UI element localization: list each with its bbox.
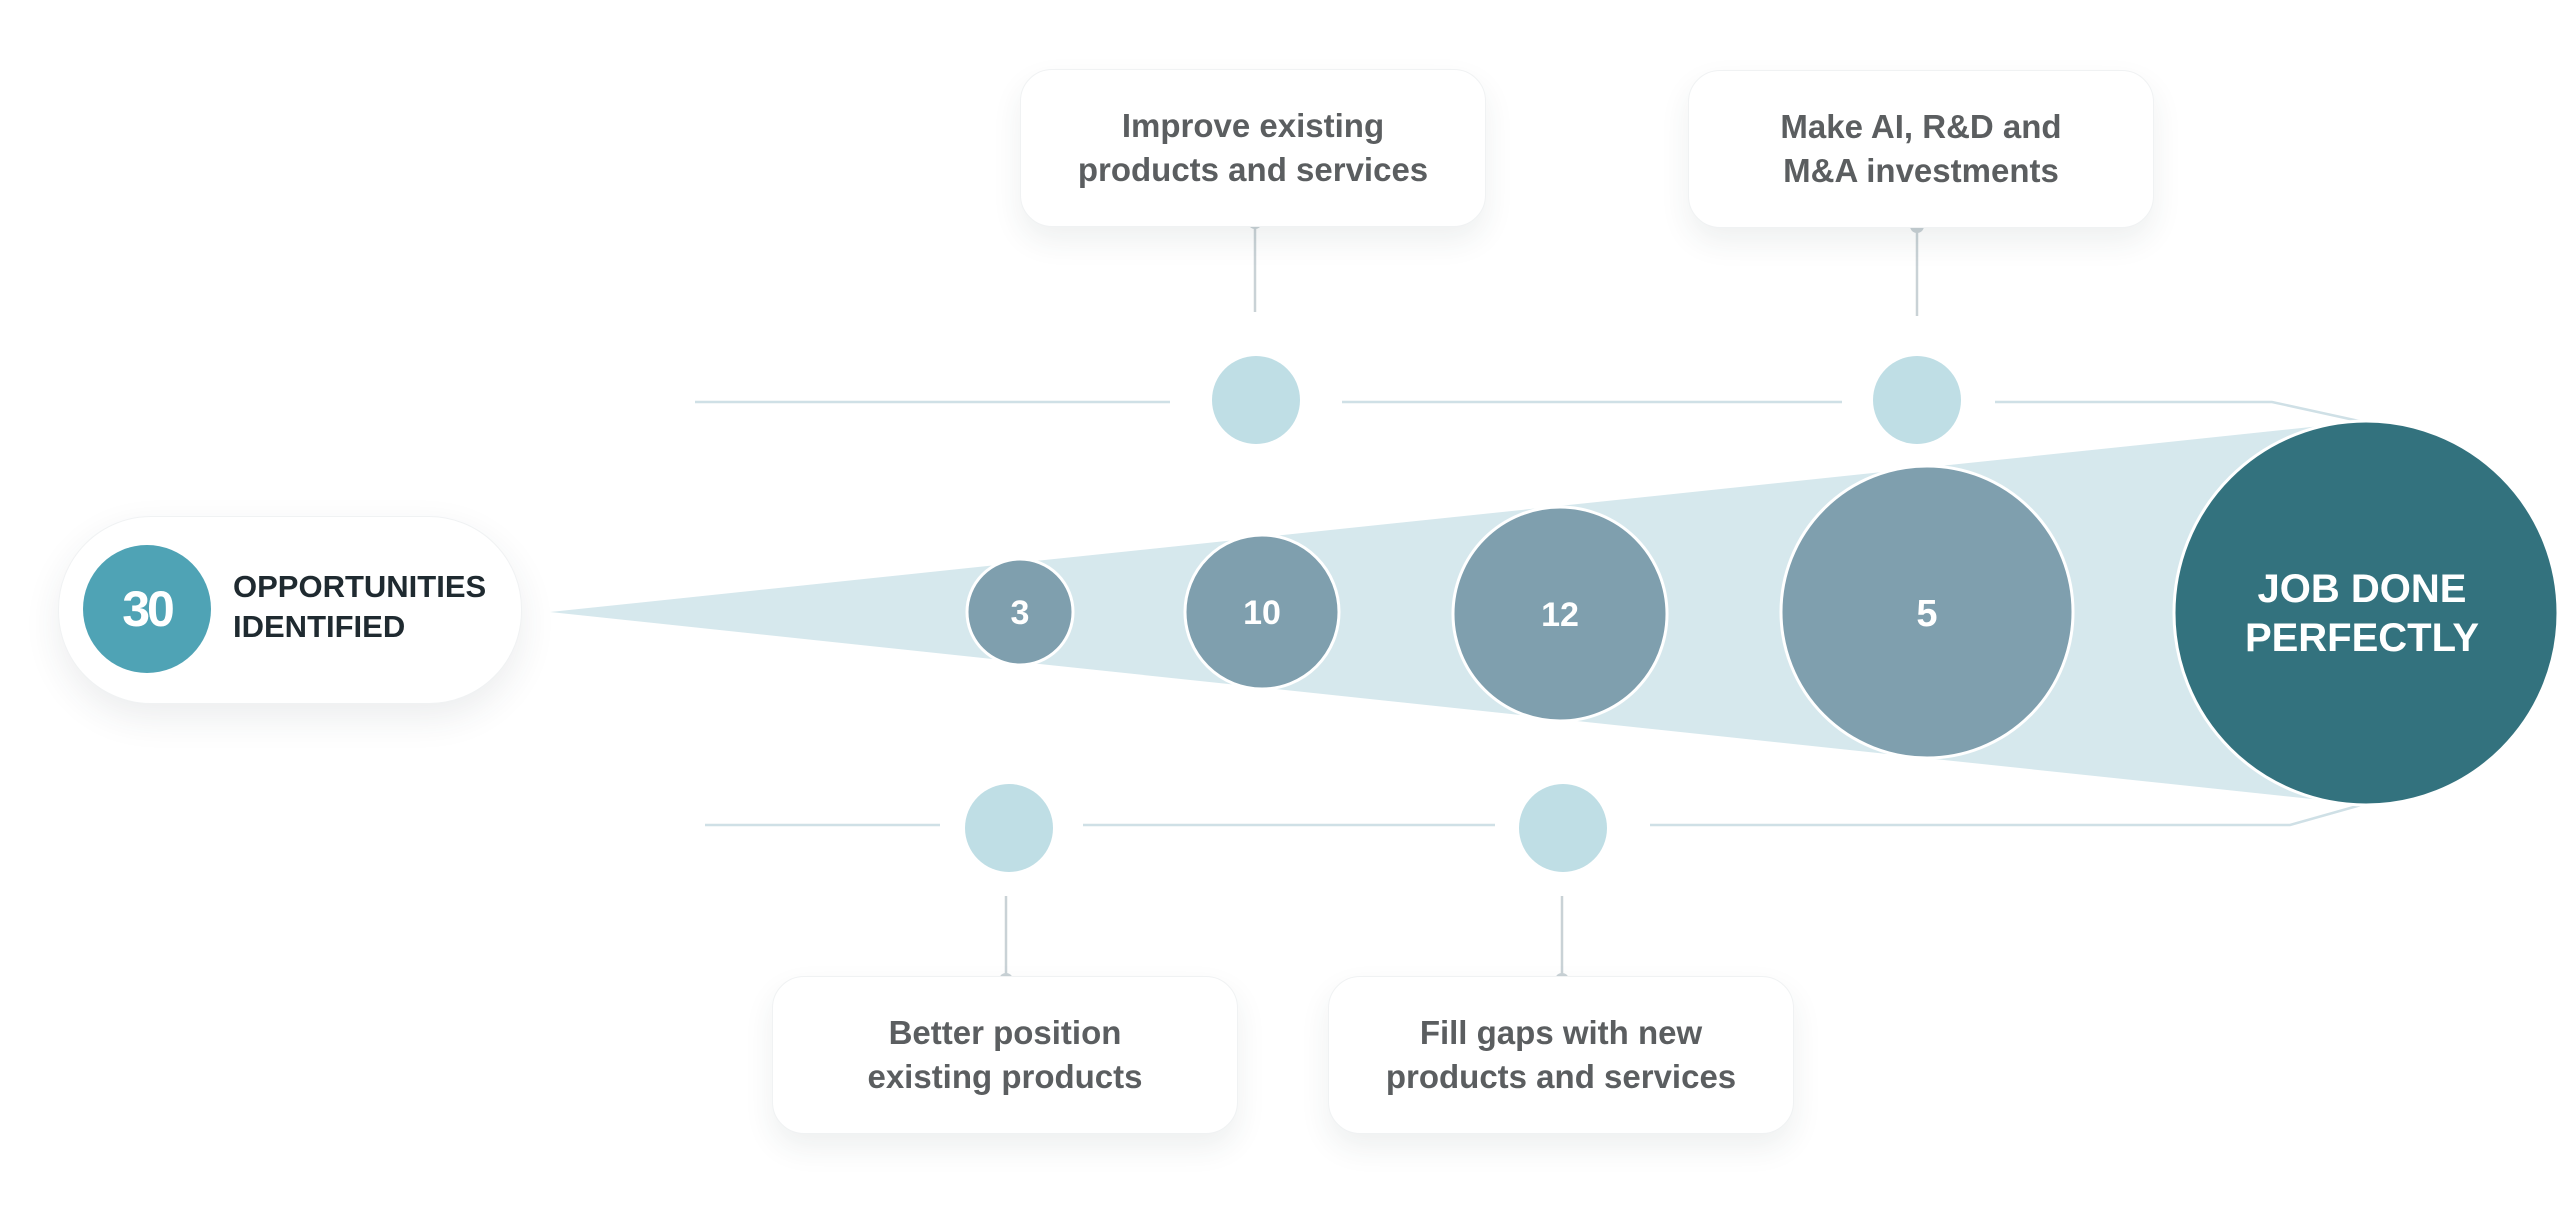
funnel-bubble-4-value: 5 [1916, 593, 1937, 635]
callout-improve-text: Improve existing products and services [1077, 107, 1429, 188]
bottom-track-line [1650, 801, 2369, 827]
track-node-fill [1519, 784, 1607, 872]
callout-better-position: Better position existing products [772, 976, 1238, 1134]
callout-invest-text: Make AI, R&D and M&A investments [1780, 108, 2062, 189]
track-node-invest [1873, 356, 1961, 444]
funnel-bubble-4 [1779, 464, 2075, 760]
callout-better-text: Better position existing products [867, 1014, 1143, 1095]
opportunities-label: OPPORTUNITIES IDENTIFIED [233, 569, 487, 644]
goal-label-line2: PERFECTLY [2245, 616, 2479, 660]
track-node-improve [1212, 356, 1300, 444]
funnel-bubble-3 [1451, 505, 1669, 723]
opportunities-count-badge: 30 [83, 545, 211, 673]
callout-fill-gaps: Fill gaps with new products and services [1328, 976, 1794, 1134]
goal-circle [2172, 419, 2560, 807]
funnel-bubble-1 [965, 557, 1075, 667]
goal-label-line1: JOB DONE [2258, 567, 2467, 611]
callout-improve-existing: Improve existing products and services [1020, 69, 1486, 227]
funnel-bubble-2-value: 10 [1243, 594, 1281, 632]
callout-fill-text: Fill gaps with new products and services [1385, 1014, 1737, 1095]
funnel-bubble-1-value: 3 [1011, 594, 1030, 632]
callout-investments: Make AI, R&D and M&A investments [1688, 70, 2154, 228]
opportunities-pill: 30 OPPORTUNITIES IDENTIFIED [58, 516, 522, 704]
funnel-bubble-3-value: 12 [1541, 596, 1579, 634]
top-track-line [1995, 400, 2369, 425]
track-node-better [965, 784, 1053, 872]
funnel-bubble-2 [1183, 533, 1341, 691]
